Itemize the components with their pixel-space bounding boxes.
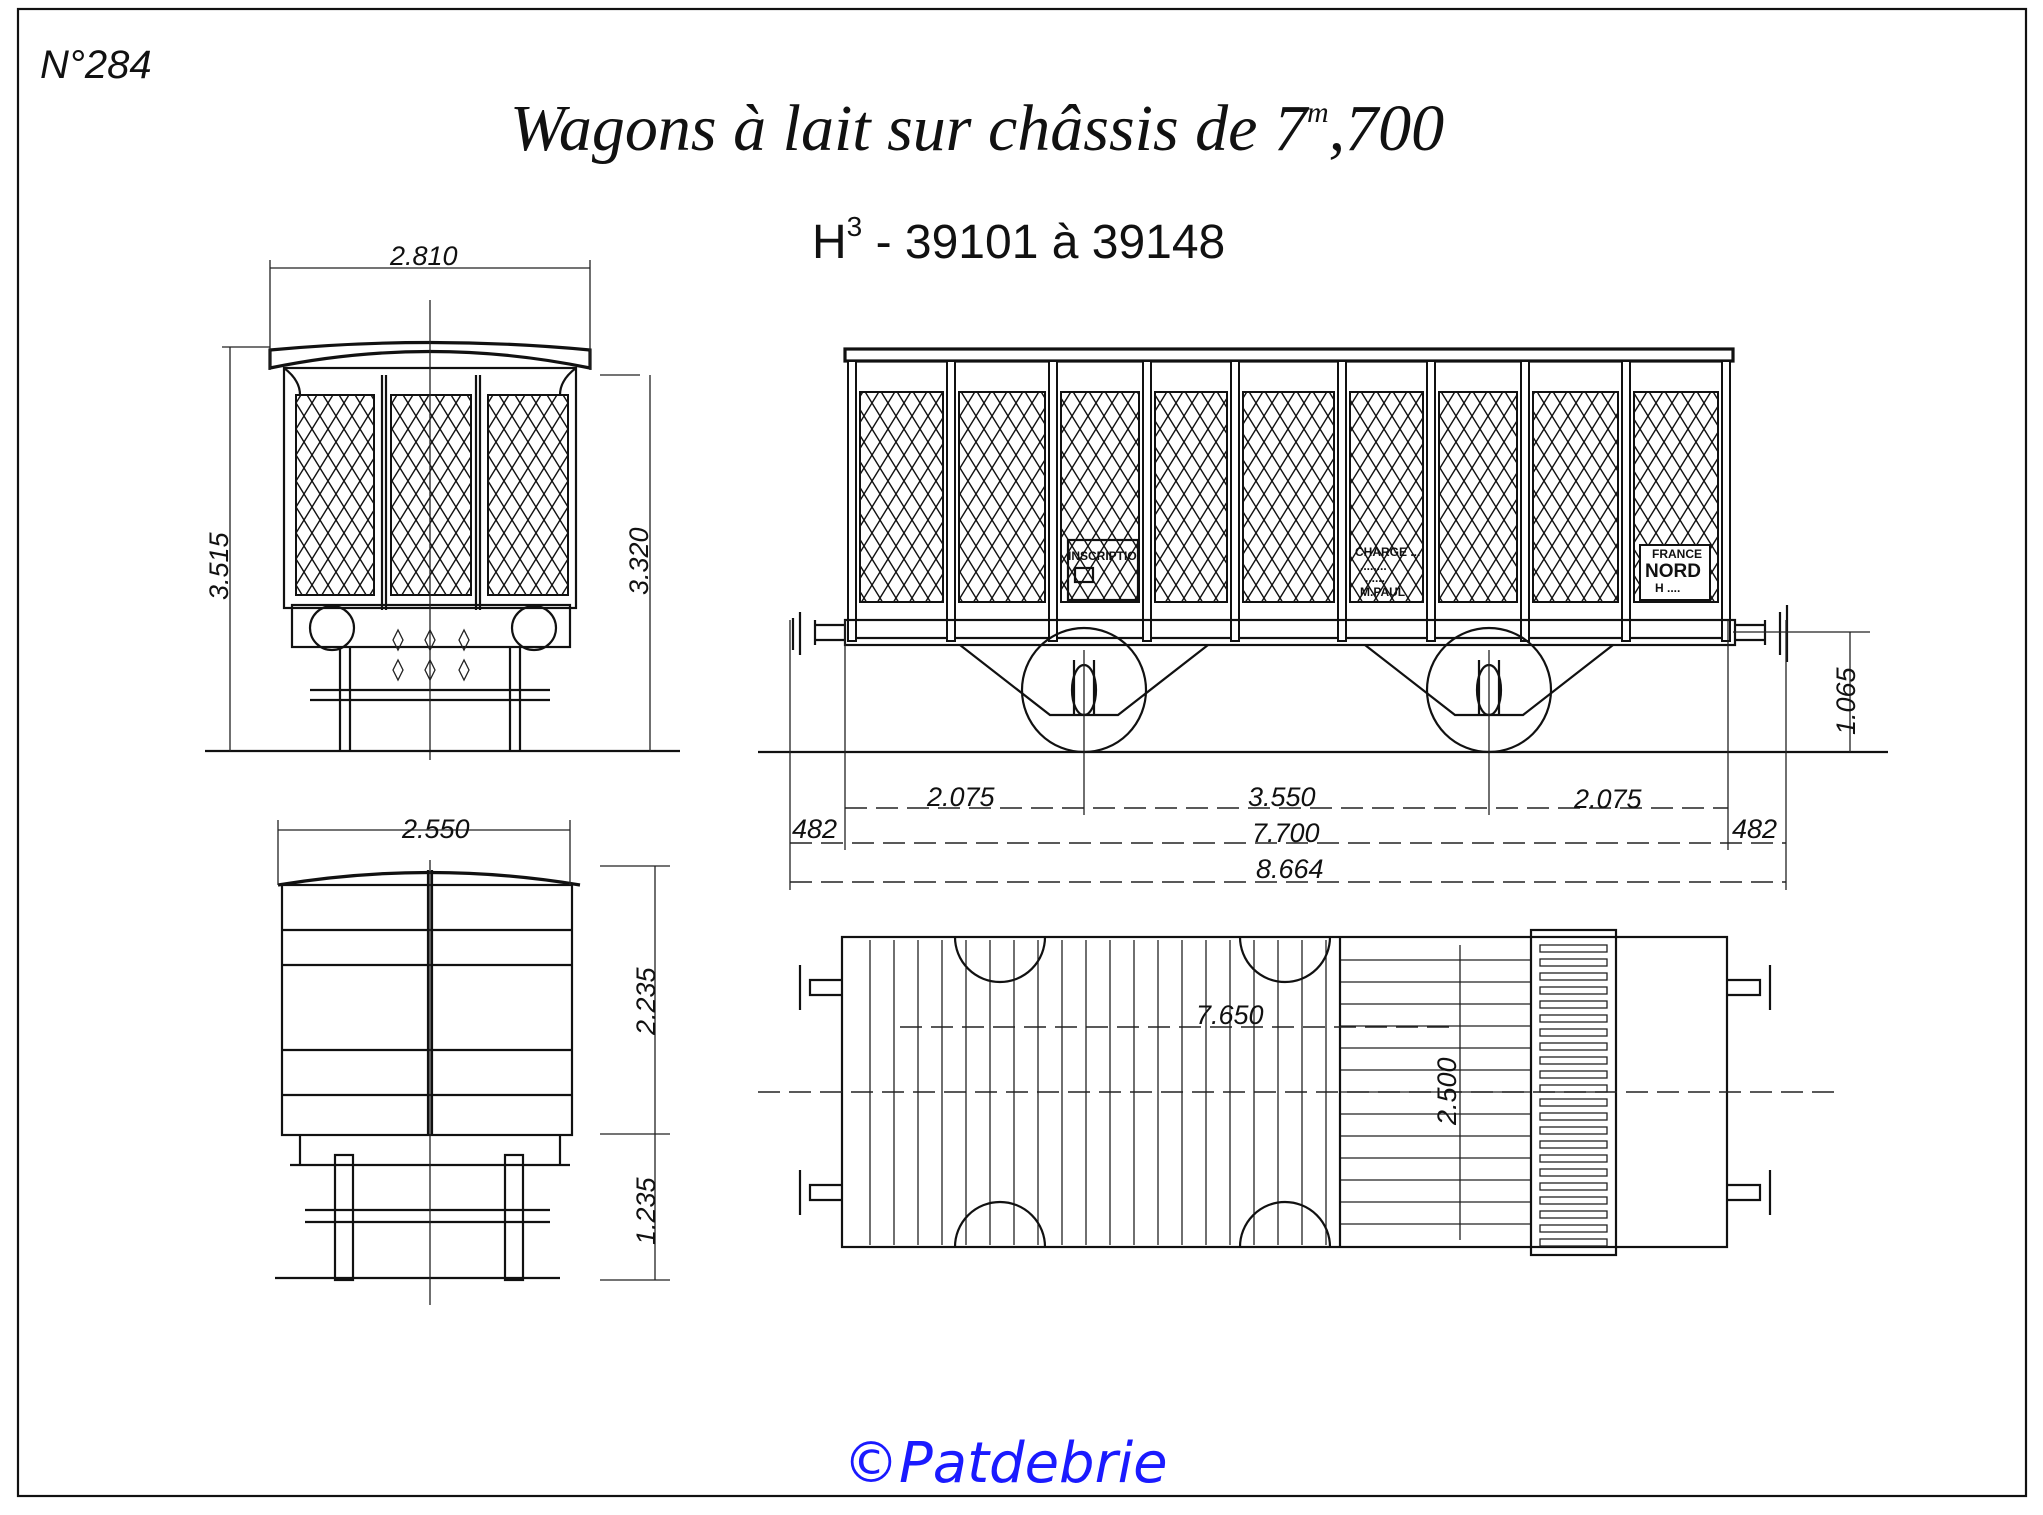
ladder-rung	[1539, 944, 1608, 953]
ladder-rung	[1539, 1042, 1608, 1051]
ladder-rung	[1539, 972, 1608, 981]
dim-wheelbase: 3.550	[1248, 782, 1316, 812]
side-mesh-panel	[1242, 391, 1335, 603]
ladder-rung	[1539, 1154, 1608, 1163]
wagon-number-label: H ....	[1655, 581, 1680, 595]
dim-overhang-right: 2.075	[1573, 784, 1643, 814]
nord-label: NORD	[1645, 561, 1701, 582]
side-mesh-panel	[1060, 391, 1140, 603]
chalk-line-1: CHARGE ...	[1355, 545, 1420, 559]
chalk-line-3: ......	[1365, 571, 1385, 585]
side-mesh-panel	[859, 391, 944, 603]
side-dimension-lines	[789, 620, 1870, 890]
side-post	[1230, 360, 1240, 642]
dim-plan-width: 2.500	[1432, 1057, 1462, 1126]
inscription-label: INSCRIPTIO	[1068, 549, 1137, 563]
side-mesh-panel	[1532, 391, 1619, 603]
ladder-rung	[1539, 1014, 1608, 1023]
dim-end-height-total: 3.515	[204, 531, 234, 600]
ladder-rung	[1539, 1168, 1608, 1177]
side-post	[1426, 360, 1436, 642]
side-post	[946, 360, 956, 642]
dim-chassis-length: 7.700	[1252, 818, 1320, 848]
dim-buffer-left: 482	[792, 814, 837, 844]
end-elevation-view	[205, 260, 680, 760]
dim-lower-height-body: 2.235	[631, 966, 661, 1036]
dim-plan-length: 7.650	[1196, 1000, 1264, 1030]
side-post	[1721, 360, 1731, 642]
dim-buffer-right: 482	[1732, 814, 1777, 844]
ladder-rung	[1539, 1126, 1608, 1135]
end-section-view	[275, 820, 670, 1305]
chalk-line-2: ........	[1360, 559, 1387, 573]
sheet-border	[16, 7, 2028, 1498]
dim-total-length: 8.664	[1256, 854, 1324, 884]
side-mesh-panel	[958, 391, 1046, 603]
france-label: FRANCE	[1652, 547, 1702, 561]
ladder-rung	[1539, 986, 1608, 995]
ladder-rung	[1539, 1238, 1608, 1247]
ladder-rung	[1539, 1224, 1608, 1233]
plate-number: N°284	[40, 43, 152, 87]
chalk-line-4: M.PAUL	[1360, 585, 1405, 599]
ladder-rung	[1539, 1140, 1608, 1149]
dim-buffer-height: 1.065	[1831, 666, 1861, 735]
ladder-rung	[1539, 1084, 1608, 1093]
side-mesh-panel	[1349, 391, 1424, 603]
ladder-rung	[1539, 958, 1608, 967]
side-post	[1621, 360, 1631, 642]
dim-end-height-body: 3.320	[624, 527, 654, 595]
ladder-rung	[1539, 1182, 1608, 1191]
ladder-rung	[1539, 1112, 1608, 1121]
side-post	[1520, 360, 1530, 642]
ladder-rung	[1539, 1028, 1608, 1037]
ladder-rung	[1539, 1196, 1608, 1205]
dim-lower-height-frame: 1.235	[631, 1176, 661, 1245]
ladder-rung	[1539, 1098, 1608, 1107]
side-elevation-view: INSCRIPTIO CHARGE ... ........ ...... M.…	[758, 347, 1888, 815]
ladder-rung	[1539, 1056, 1608, 1065]
side-mesh-panel	[1154, 391, 1228, 603]
ladder-rung	[1539, 1070, 1608, 1079]
dim-overhang-left: 2.075	[926, 782, 996, 812]
dim-end-width-top: 2.810	[389, 241, 458, 271]
ladder-rung	[1539, 1210, 1608, 1219]
plan-view	[758, 928, 1840, 1257]
ladder-rung	[1539, 1000, 1608, 1009]
watermark: ©Patdebrie	[843, 1431, 1168, 1496]
side-mesh-panel	[1438, 391, 1518, 603]
drawing-title: Wagons à lait sur châssis de 7m,700	[510, 92, 1444, 165]
dim-end-width-lower: 2.550	[401, 814, 470, 844]
side-post	[847, 360, 857, 642]
side-post	[1337, 360, 1347, 642]
side-post	[1048, 360, 1058, 642]
side-post	[1142, 360, 1152, 642]
series-subtitle: H3 - 39101 à 39148	[812, 211, 1225, 269]
